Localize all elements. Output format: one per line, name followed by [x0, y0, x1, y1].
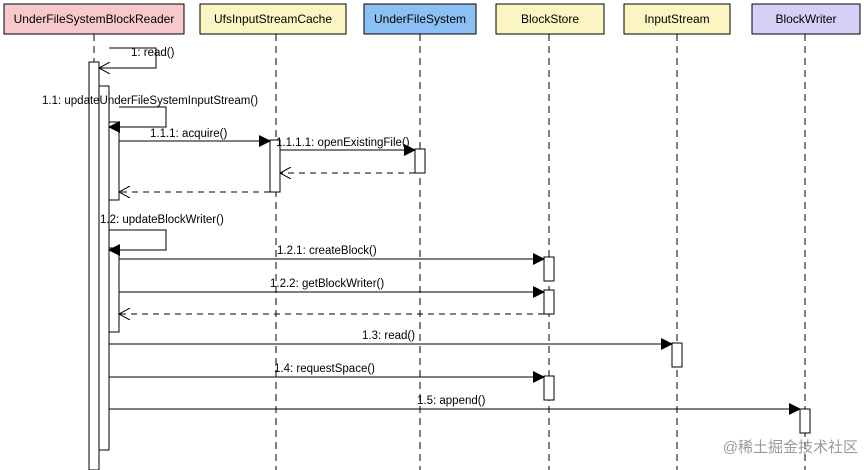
messages [99, 47, 801, 415]
message-label-1-2-2: 1.2.2: getBlockWriter() [270, 278, 384, 290]
message-labels: 1: read() 1.1: updateUnderFileSystemInpu… [42, 47, 486, 407]
activation-store-3 [543, 375, 555, 401]
participant-label: UfsInputStreamCache [214, 12, 332, 26]
activation-reader-1-1 [108, 121, 120, 201]
message-1-read-arrow [99, 47, 157, 68]
activation-cache [269, 139, 281, 193]
participant-label: BlockStore [521, 12, 579, 26]
activation-ufs [414, 148, 426, 174]
watermark-text: @稀土掘金技术社区 [723, 439, 858, 456]
message-label-1-2: 1.2: updateBlockWriter() [100, 214, 224, 226]
message-label-1-2-1: 1.2.1: createBlock() [277, 245, 377, 257]
message-label-1-1-1-1: 1.1.1.1: openExistingFile() [276, 137, 410, 149]
message-label-1-5: 1.5: append() [417, 395, 486, 407]
message-label-1-3: 1.3: read() [362, 330, 415, 342]
participant-label: UnderFileSystem [374, 12, 466, 26]
activation-writer [799, 408, 811, 434]
message-label-1-4: 1.4: requestSpace() [274, 363, 375, 375]
participant-label: InputStream [644, 12, 709, 26]
participant-label: BlockWriter [775, 12, 836, 26]
activation-store-1 [543, 256, 555, 282]
participant-ufsinputstreamcache: UfsInputStreamCache [199, 3, 347, 35]
activation-store-2 [543, 289, 555, 315]
message-1-1-arrow [108, 106, 167, 133]
activation-reader-outer [88, 61, 100, 470]
message-label-1-1-1: 1.1.1: acquire() [150, 128, 228, 140]
participant-blockwriter: BlockWriter [751, 3, 861, 35]
activation-input [671, 342, 683, 368]
participant-underfilesystemblockreader: UnderFileSystemBlockReader [3, 3, 185, 35]
participant-inputstream: InputStream [623, 3, 731, 35]
participant-blockstore: BlockStore [495, 3, 605, 35]
activation-reader-1-2 [108, 247, 120, 333]
message-1-2-arrow [108, 229, 167, 256]
message-label-1-1: 1.1: updateUnderFileSystemInputStream() [42, 95, 258, 107]
participant-underfilesystem: UnderFileSystem [363, 3, 477, 35]
participant-label: UnderFileSystemBlockReader [14, 12, 175, 26]
activation-reader-inner [98, 85, 110, 451]
message-label-1: 1: read() [131, 47, 175, 59]
